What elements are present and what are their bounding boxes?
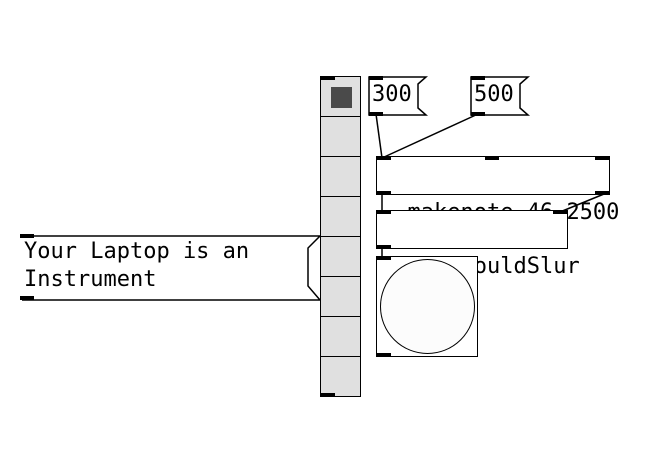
radio-cell-4[interactable] (321, 237, 360, 277)
object-makenote[interactable]: makenote 46 2500 (376, 156, 619, 225)
bang-inlet (377, 256, 391, 260)
message-label-300: 300 (372, 82, 412, 107)
radio-inlet (321, 76, 335, 80)
radio-outlet (321, 393, 335, 397)
pd-inlet-left (377, 210, 391, 214)
makenote-inlet-left (377, 156, 391, 160)
radio-cell-1[interactable] (321, 117, 360, 157)
comment-line-1: Your Laptop is an (24, 239, 250, 264)
message-label-500: 500 (474, 82, 514, 107)
makenote-inlet-right (595, 156, 609, 160)
radio-cell-5[interactable] (321, 277, 360, 317)
pd-inlet-right (553, 210, 567, 214)
comment-bracket (22, 235, 322, 301)
bang-button[interactable] (376, 256, 478, 357)
makenote-outlet-right (595, 191, 609, 195)
message-box-300[interactable] (368, 76, 430, 116)
cord-500-to-makenote (381, 113, 479, 159)
makenote-outlet-left (377, 191, 391, 195)
vertical-radio[interactable] (320, 76, 361, 397)
makenote-inlet-middle (485, 156, 499, 160)
comment-inlet (20, 234, 34, 238)
message-label-wrap-500: 500 (470, 76, 520, 116)
radio-cell-3[interactable] (321, 197, 360, 237)
cord-makenote-to-pd-right (559, 193, 605, 213)
message-box-500[interactable] (470, 76, 532, 116)
comment-line-2: Instrument (24, 267, 157, 292)
comment-outlet (20, 296, 34, 300)
comment-text: Your Laptop is an Instrument (24, 238, 249, 294)
message-label-wrap-300: 300 (368, 76, 418, 116)
radio-cell-6[interactable] (321, 317, 360, 357)
bang-circle[interactable] (380, 259, 475, 354)
cord-300-to-makenote (375, 113, 383, 159)
object-pd-shouldslur[interactable]: pd shouldSlur (376, 210, 580, 279)
bang-outlet (377, 353, 391, 357)
radio-cell-0[interactable] (321, 77, 360, 117)
radio-cell-7[interactable] (321, 357, 360, 397)
radio-selected-mark (331, 87, 352, 108)
pd-outlet (377, 245, 391, 249)
radio-cell-2[interactable] (321, 157, 360, 197)
